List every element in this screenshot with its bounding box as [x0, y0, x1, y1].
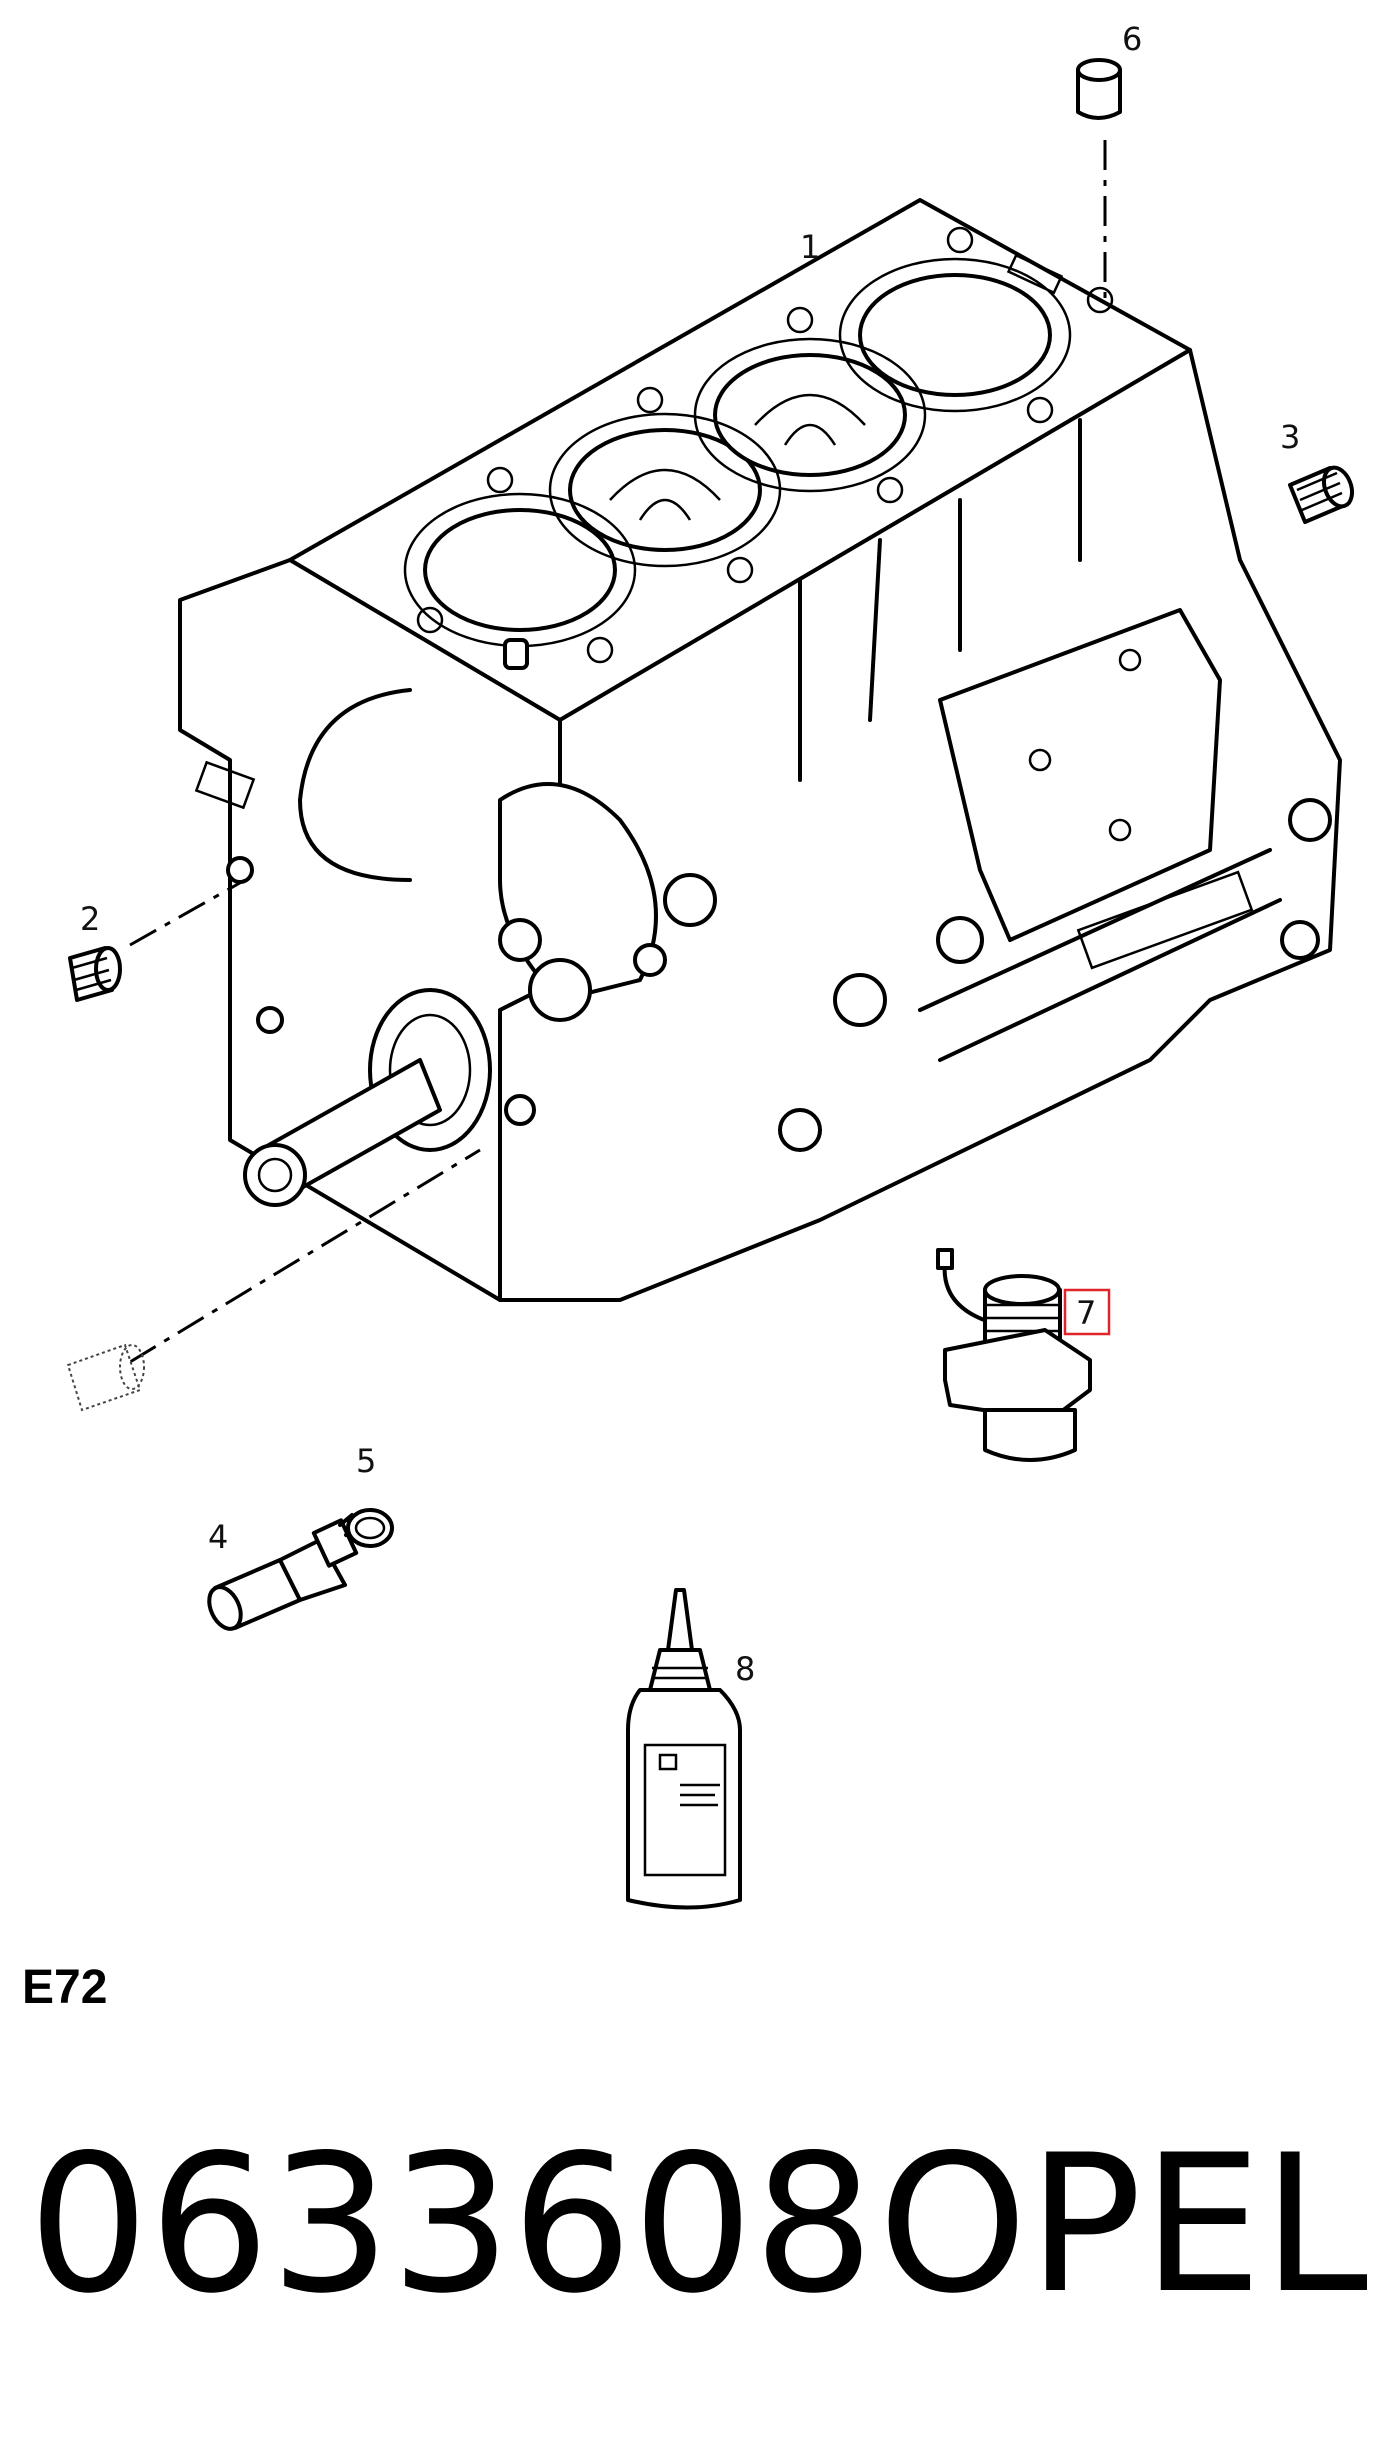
part-6-plug [1076, 58, 1122, 120]
callout-7: 7 [1076, 1294, 1096, 1332]
callout-4: 4 [208, 1518, 228, 1556]
engine-block [178, 198, 1342, 1302]
part-3-threaded-plug [1288, 465, 1355, 524]
part-5-sealing-ring [346, 1508, 394, 1548]
part-7-oil-pressure-switch [936, 1248, 1092, 1462]
ghost-threaded-plug [66, 1343, 145, 1412]
callout-6: 6 [1122, 20, 1142, 58]
leader-lines [129, 140, 1107, 1364]
part-4-sensor [207, 1513, 360, 1631]
part-8-sealant-bottle [626, 1588, 742, 1910]
callout-7-highlight-box [1063, 1288, 1111, 1336]
part-number: 0633608 [28, 2114, 875, 2335]
exploded-parts-diagram: 1 2 3 4 5 6 7 8 [66, 20, 1355, 1910]
diagram-code: E72 [22, 1961, 108, 2014]
callout-8: 8 [735, 1650, 755, 1688]
callout-1: 1 [800, 228, 820, 266]
part-2-threaded-plug [68, 946, 122, 1002]
callout-3: 3 [1280, 418, 1300, 456]
callout-2: 2 [80, 900, 100, 938]
brand-name: OPEL [878, 2114, 1369, 2335]
callout-labels: 1 2 3 4 5 6 7 8 [80, 20, 1300, 1688]
callout-5: 5 [356, 1442, 376, 1480]
